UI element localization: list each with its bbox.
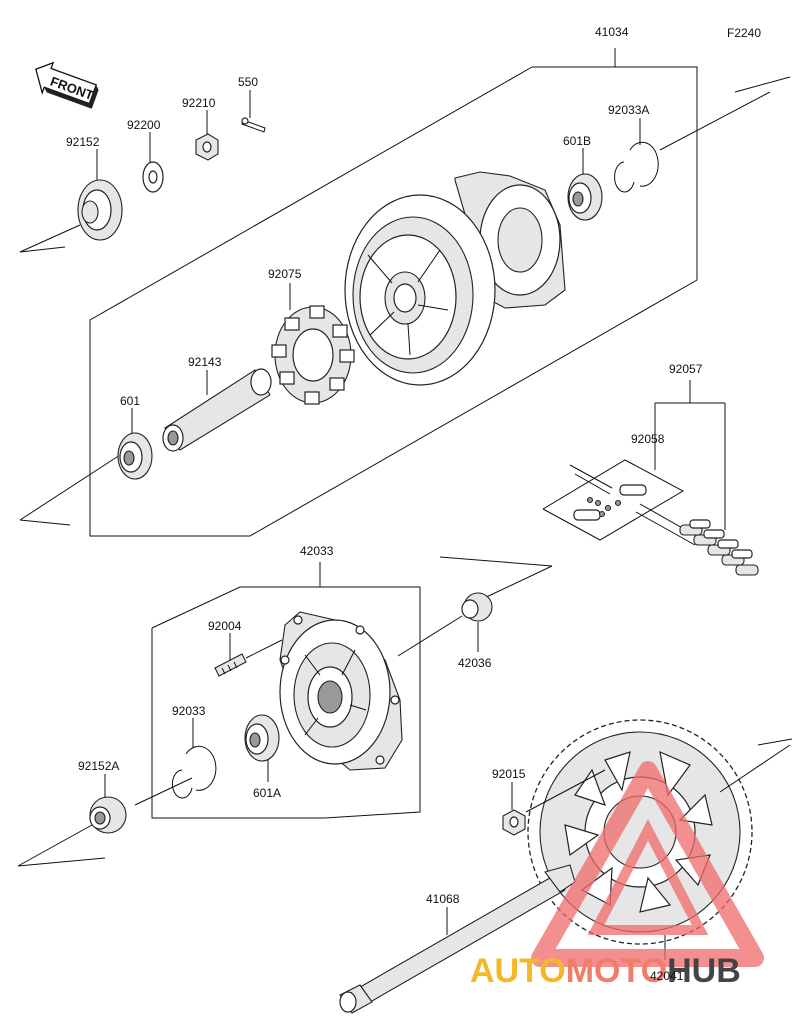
part-92015-nut xyxy=(502,769,606,836)
front-arrow-icon: FRONT xyxy=(35,61,99,109)
part-550-cotter-pin xyxy=(241,90,266,133)
part-92033A-circlip xyxy=(614,118,659,193)
chain-group xyxy=(542,380,759,576)
label-41068: 41068 xyxy=(426,892,460,906)
label-550: 550 xyxy=(238,75,258,89)
sprocket-leader-line xyxy=(719,744,791,793)
label-601: 601 xyxy=(120,394,140,408)
watermark-part-moto: MOTO xyxy=(566,952,667,990)
part-41068-axle xyxy=(339,864,576,1014)
part-42033-sprocket-hub xyxy=(279,611,403,771)
watermark-inner-triangle-icon xyxy=(587,819,709,935)
label-92143: 92143 xyxy=(188,355,222,369)
label-42041: 42041 xyxy=(650,969,684,983)
part-42036-collar xyxy=(461,592,493,652)
watermark-logo xyxy=(531,761,764,967)
label-42036: 42036 xyxy=(458,656,492,670)
watermark-part-auto: AUTO xyxy=(470,952,566,990)
label-92152: 92152 xyxy=(66,135,100,149)
wheel-hub-group-outline xyxy=(19,48,791,537)
label-92033: 92033 xyxy=(172,704,206,718)
label-601A: 601A xyxy=(253,786,281,800)
part-601A-bearing xyxy=(244,714,280,782)
part-92200-washer xyxy=(142,132,164,193)
sprocket-hub-group-outline xyxy=(17,556,553,867)
part-wheel-hub xyxy=(344,171,566,386)
chain-links xyxy=(679,519,759,576)
part-601B-bearing xyxy=(567,148,603,221)
watermark-triangle-icon xyxy=(531,761,764,967)
label-41034: 41034 xyxy=(595,25,629,39)
label-92057: 92057 xyxy=(669,362,703,376)
label-92033A: 92033A xyxy=(608,103,649,117)
label-92004: 92004 xyxy=(208,619,242,633)
label-92200: 92200 xyxy=(127,118,161,132)
label-92210: 92210 xyxy=(182,96,216,110)
sprocket-leader-tail xyxy=(757,738,793,746)
figure-code: F2240 xyxy=(727,26,761,40)
part-92033-circlip xyxy=(171,718,217,799)
watermark-text: AUTOMOTOHUB xyxy=(470,952,741,990)
label-92058: 92058 xyxy=(631,432,665,446)
part-92075-damper xyxy=(271,283,355,405)
part-92210-nut xyxy=(195,110,219,161)
watermark-part-hub: HUB xyxy=(667,952,741,990)
label-92075: 92075 xyxy=(268,267,302,281)
label-601B: 601B xyxy=(563,134,591,148)
part-92152A-collar xyxy=(89,774,127,834)
part-92152-collar xyxy=(77,149,123,241)
part-601-bearing xyxy=(117,408,153,480)
part-92004-stud xyxy=(214,633,283,677)
label-92015: 92015 xyxy=(492,767,526,781)
label-42033: 42033 xyxy=(300,544,334,558)
part-92143-spacer xyxy=(162,368,272,452)
label-92152A: 92152A xyxy=(78,759,119,773)
